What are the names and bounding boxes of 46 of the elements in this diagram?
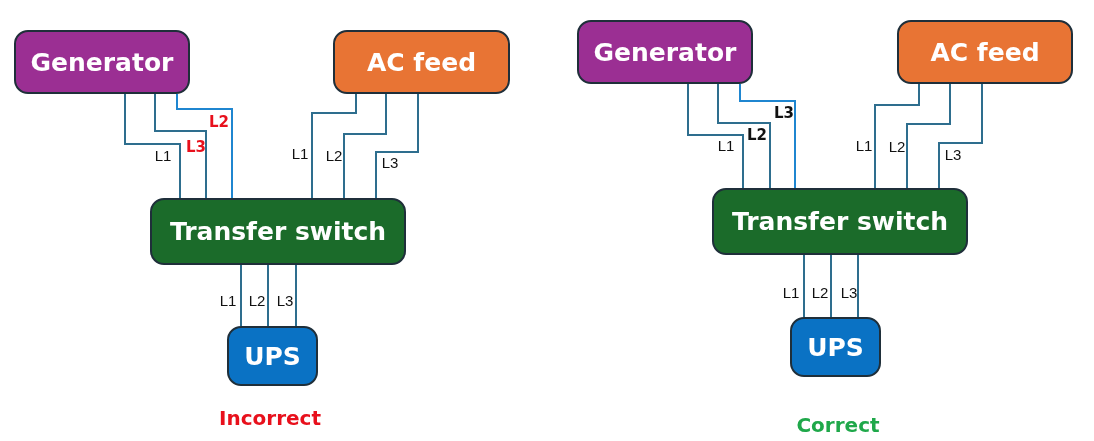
component-box: AC feed	[333, 30, 510, 94]
component-box: Transfer switch	[712, 188, 968, 255]
component-box: UPS	[790, 317, 881, 377]
edge-label: L3	[381, 154, 399, 170]
edge-label: L3	[186, 139, 206, 155]
component-box: Transfer switch	[150, 198, 406, 265]
edge-label: L2	[248, 292, 266, 308]
edge-label: L2	[325, 147, 343, 163]
wire	[267, 264, 269, 327]
wire	[311, 93, 357, 199]
component-box: AC feed	[897, 20, 1073, 84]
wire	[687, 83, 744, 189]
wire	[739, 83, 796, 189]
wire	[803, 254, 805, 318]
wire	[240, 264, 242, 327]
wire	[295, 264, 297, 327]
edge-label: L1	[154, 147, 172, 163]
edge-label: L1	[782, 284, 800, 300]
verdict-label: Incorrect	[219, 406, 321, 430]
edge-label: L3	[944, 146, 962, 162]
edge-label: L1	[717, 137, 735, 153]
wire	[124, 93, 181, 199]
edge-label: L3	[276, 292, 294, 308]
component-box: UPS	[227, 326, 318, 386]
edge-label: L1	[855, 137, 873, 153]
wire	[830, 254, 832, 318]
wire	[717, 83, 771, 189]
wire	[176, 93, 233, 199]
component-box: Generator	[577, 20, 753, 84]
wire	[938, 83, 983, 189]
edge-label: L3	[840, 284, 858, 300]
edge-label: L2	[811, 284, 829, 300]
edge-label: L3	[774, 105, 794, 121]
edge-label: L1	[291, 145, 309, 161]
wire	[874, 83, 920, 189]
wire	[343, 93, 387, 199]
edge-label: L2	[888, 138, 906, 154]
edge-label: L1	[219, 292, 237, 308]
verdict-label: Correct	[796, 413, 880, 437]
component-box: Generator	[14, 30, 190, 94]
edge-label: L2	[209, 114, 229, 130]
wire	[154, 93, 207, 199]
wire	[906, 83, 951, 189]
wire	[857, 254, 859, 318]
wire	[375, 93, 419, 199]
edge-label: L2	[747, 127, 767, 143]
